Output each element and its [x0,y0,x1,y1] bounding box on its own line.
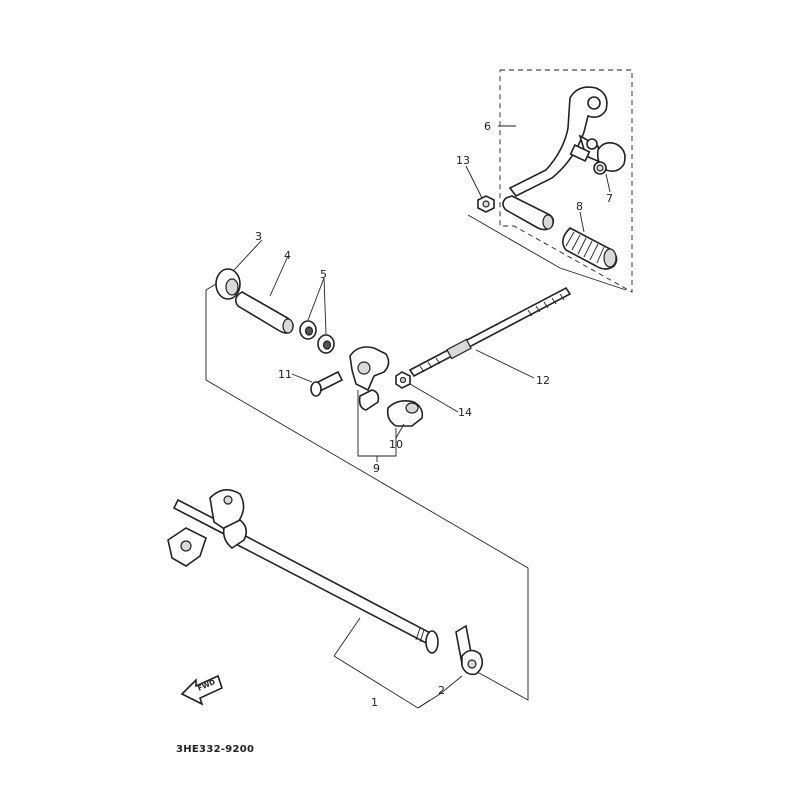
shift-shaft [167,489,439,654]
callout-6: 6 [484,120,491,133]
shift-rod-joint [593,142,626,175]
callout-9: 9 [373,462,380,475]
callout-14: 14 [458,406,472,419]
callout-12: 12 [536,374,550,387]
shift-rod [408,286,572,378]
diagram-code: 3HE332-9200 [176,744,254,755]
shift-pedal [502,86,608,231]
callout-1: 1 [371,696,378,709]
torsion-spring [455,624,484,676]
assembly-boundary [205,214,627,701]
callout-4: 4 [284,249,291,262]
collar [234,291,294,334]
callout-13: 13 [456,154,470,167]
pedal-rubber [562,227,618,270]
callouts: 1 2 3 4 5 6 7 8 9 10 11 12 13 14 [255,120,613,709]
callout-7: 7 [606,192,613,205]
nut-14 [395,371,411,389]
oil-seal [215,268,241,300]
callout-11: 11 [278,368,292,381]
callout-3: 3 [255,230,262,243]
callout-10: 10 [389,438,403,451]
bolt-11 [310,370,344,397]
forward-arrow-icon: FWD [180,674,223,706]
shift-arm [349,346,390,411]
callout-2: 2 [438,684,445,697]
nut-13 [477,195,495,213]
callout-8: 8 [576,200,583,213]
rod-boot [386,400,424,427]
bearings [299,320,335,354]
leader-lines [233,125,611,709]
callout-5: 5 [320,268,327,281]
pedal-assembly-box [499,69,633,293]
